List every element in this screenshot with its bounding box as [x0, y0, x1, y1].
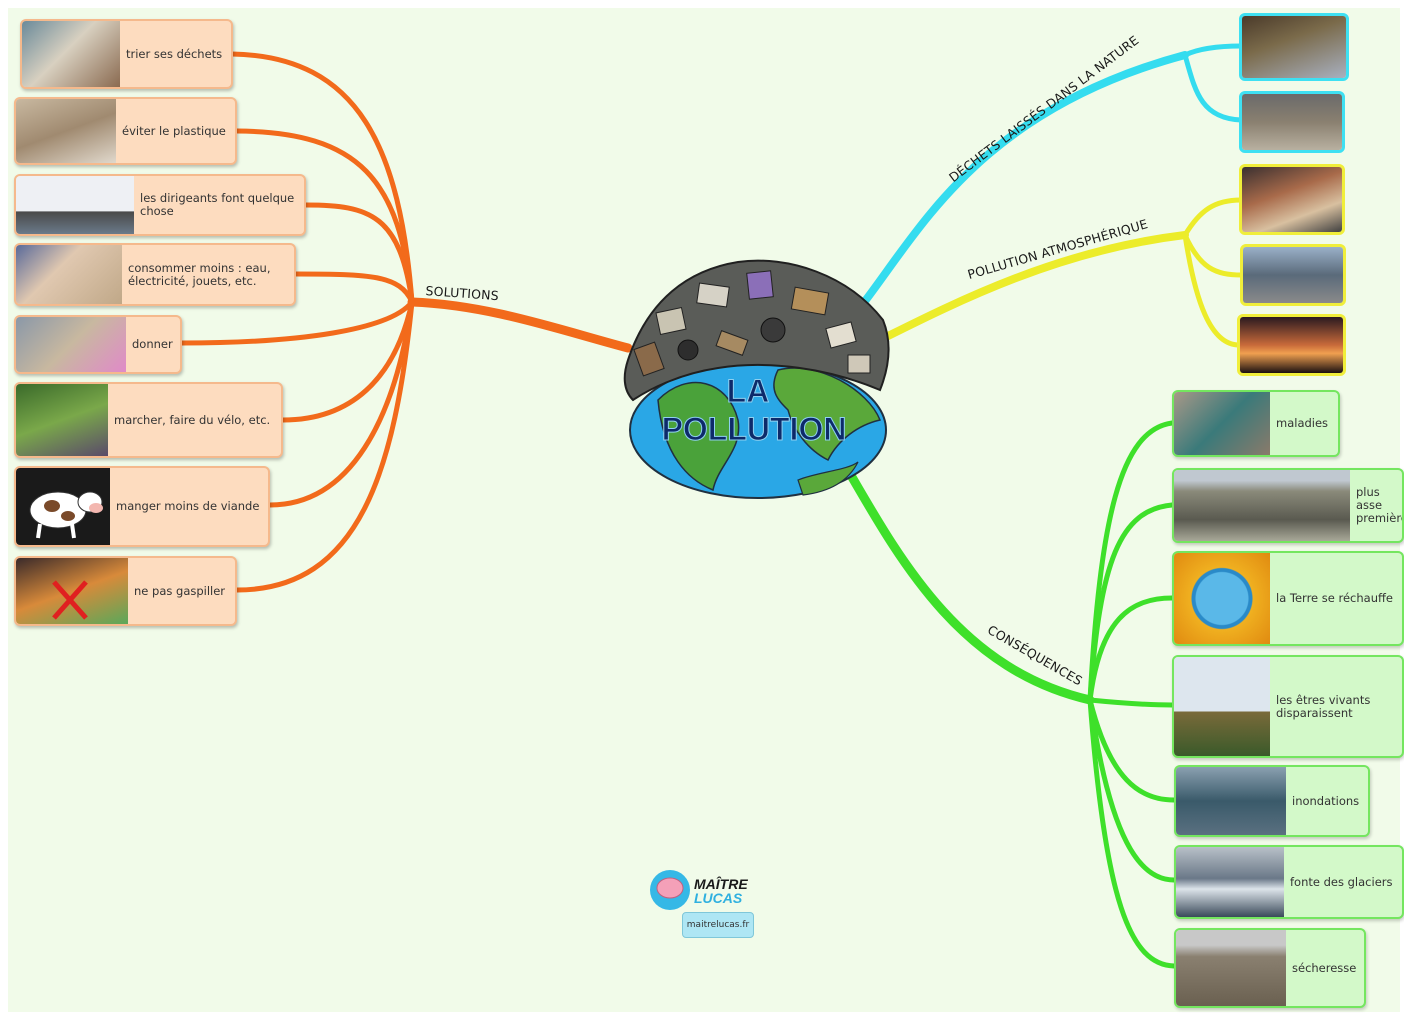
solution-label-4: consommer moins : eau, électricité, joue…: [128, 260, 271, 288]
consequence-label-5: inondations: [1292, 793, 1360, 808]
atmos-node-3[interactable]: [1237, 314, 1346, 376]
solution-label-3: les dirigeants font quelque chose: [140, 191, 295, 218]
solution-node-2[interactable]: éviter le plastique: [14, 97, 237, 165]
consequence-photo-5: [1176, 767, 1286, 835]
dechets-node-2[interactable]: [1239, 91, 1345, 153]
atmos-photo-2: [1243, 247, 1343, 303]
solution-label-8: ne pas gaspiller: [134, 583, 226, 598]
center-title-line2: POLLUTION: [662, 411, 847, 447]
solution-photo-2: [16, 99, 116, 163]
consequence-node-3[interactable]: la Terre se réchauffe: [1172, 551, 1404, 646]
site-badge[interactable]: maitrelucas.fr: [682, 912, 754, 938]
center-globe-image: LA POLLUTION: [623, 259, 890, 499]
consequence-label-6: fonte des glaciers: [1290, 874, 1393, 889]
consequence-node-4[interactable]: les êtres vivants disparaissent: [1172, 655, 1404, 758]
solution-node-1[interactable]: trier ses déchets: [20, 19, 233, 89]
solution-photo-4: [16, 245, 122, 304]
solution-node-6[interactable]: marcher, faire du vélo, etc.: [14, 382, 283, 458]
atmos-node-1[interactable]: [1239, 164, 1345, 235]
consequence-photo-1: [1174, 392, 1270, 455]
atmos-node-2[interactable]: [1240, 244, 1346, 306]
solution-node-7[interactable]: manger moins de viande: [14, 466, 270, 547]
dechets-photo-2: [1242, 94, 1342, 150]
consequence-node-6[interactable]: fonte des glaciers: [1174, 845, 1404, 919]
consequence-photo-7: [1176, 930, 1286, 1006]
atmos-photo-1: [1242, 167, 1342, 232]
solution-label-2: éviter le plastique: [122, 123, 226, 138]
consequence-node-5[interactable]: inondations: [1174, 765, 1370, 837]
consequence-node-7[interactable]: sécheresse: [1174, 928, 1366, 1008]
solution-node-5[interactable]: donner: [14, 315, 182, 374]
consequence-label-3: la Terre se réchauffe: [1276, 591, 1393, 605]
solution-photo-5: [16, 317, 126, 372]
consequences-connectors: [840, 420, 1177, 969]
solution-label-6: marcher, faire du vélo, etc.: [114, 412, 271, 427]
dechets-photo-1: [1242, 16, 1346, 78]
solution-label-7: manger moins de viande: [116, 499, 260, 513]
solution-node-8[interactable]: ne pas gaspiller: [14, 556, 237, 626]
consequence-label-7: sécheresse: [1292, 960, 1357, 975]
cow-icon: [16, 468, 110, 545]
solution-label-5: donner: [132, 337, 173, 351]
solution-photo-3: [16, 176, 134, 234]
consequence-label-1: maladies: [1276, 416, 1329, 430]
consequence-node-2[interactable]: plus asse première: [1172, 468, 1404, 543]
dechets-node-1[interactable]: [1239, 13, 1349, 81]
solution-photo-6: [16, 384, 108, 456]
consequence-photo-4: [1174, 657, 1270, 756]
consequence-label-2: plus asse première: [1356, 485, 1404, 525]
solution-label-1: trier ses déchets: [126, 46, 223, 61]
solution-photo-1: [22, 21, 120, 87]
consequence-photo-2: [1174, 470, 1350, 541]
solution-node-3[interactable]: les dirigeants font quelque chose: [14, 174, 306, 236]
no-waste-icon: [16, 558, 128, 624]
maitre-lucas-logo: MAÎTRE LUCAS: [648, 868, 758, 938]
atmos-connectors: [876, 197, 1245, 348]
logo-line1: MAÎTRE: [694, 875, 748, 892]
center-title-line1: LA: [727, 373, 770, 409]
warming-earth-icon: [1174, 553, 1270, 644]
solution-node-4[interactable]: consommer moins : eau, électricité, joue…: [14, 243, 296, 306]
airplane-photo: [1240, 317, 1343, 373]
consequence-node-1[interactable]: maladies: [1172, 390, 1340, 457]
logo-line2: LUCAS: [694, 890, 743, 906]
consequence-photo-6: [1176, 847, 1284, 917]
consequence-label-4: les êtres vivants disparaissent: [1276, 692, 1371, 720]
solutions-connectors: [179, 51, 633, 593]
dechets-connectors: [858, 43, 1244, 309]
